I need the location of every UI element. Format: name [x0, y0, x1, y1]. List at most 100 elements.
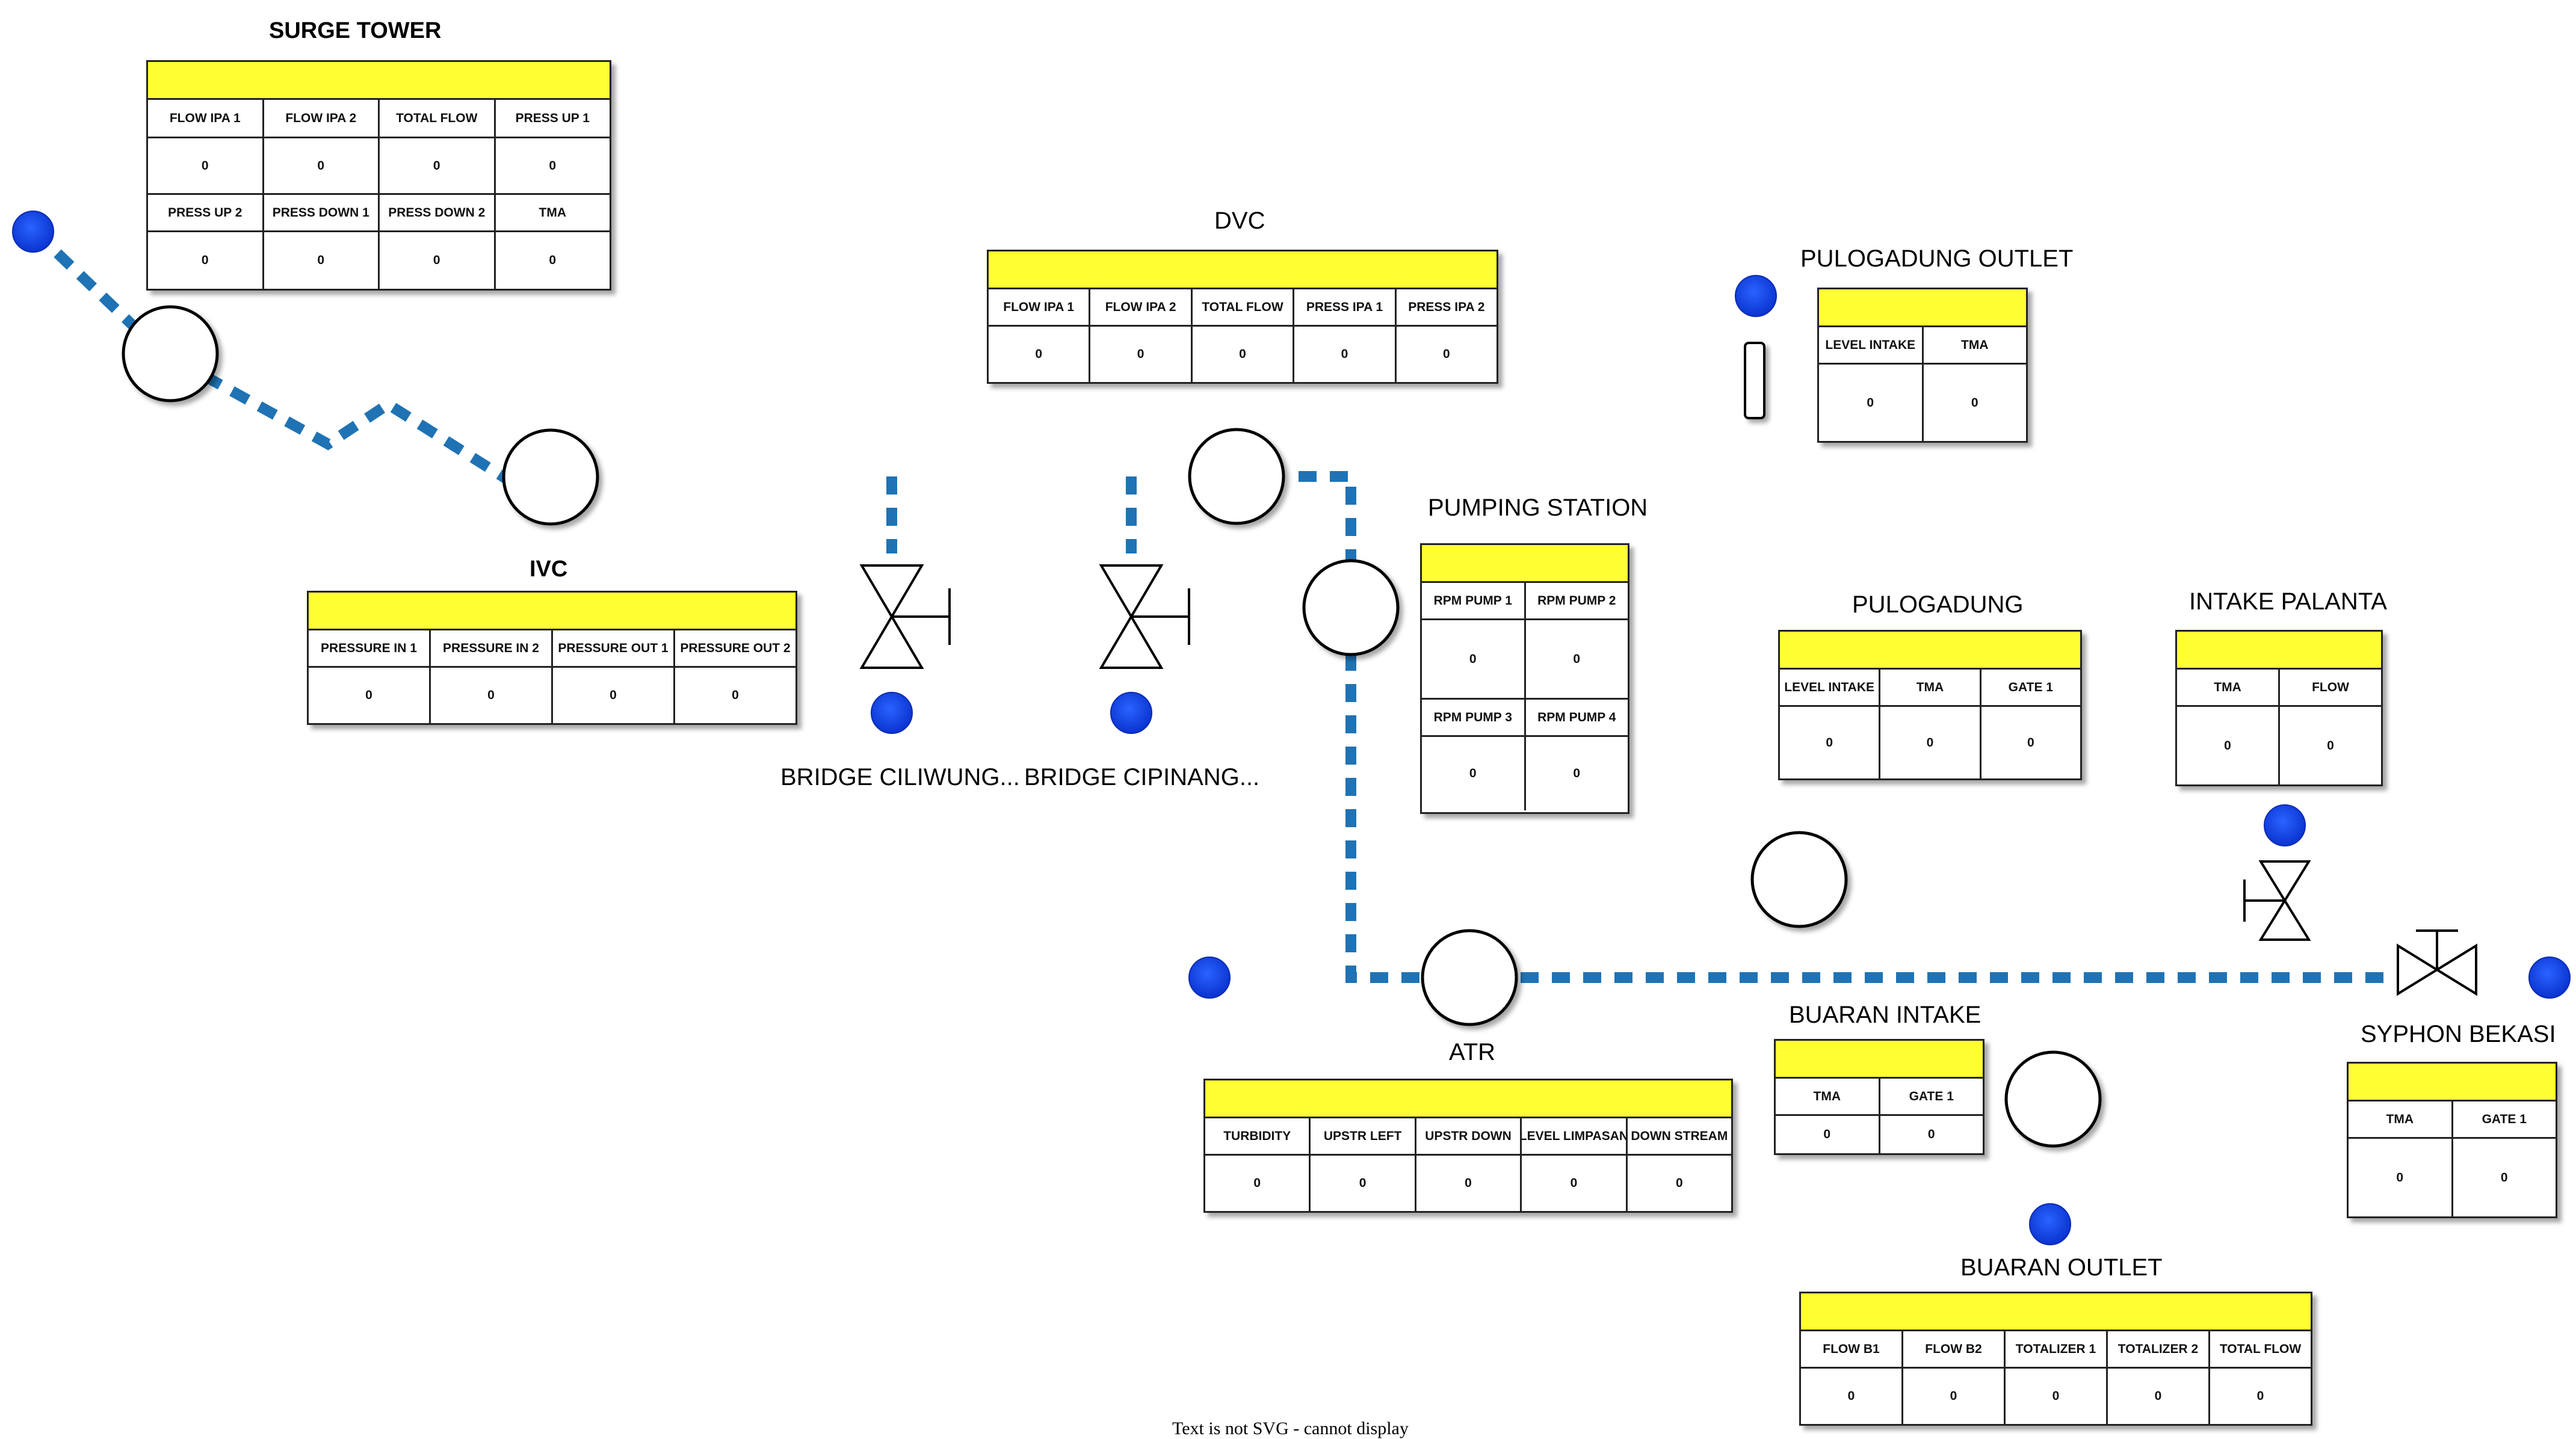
label-row: TMA FLOW — [2177, 670, 2381, 707]
value-row: 0 0 0 0 — [148, 138, 610, 195]
pipe-surge-to-node — [31, 227, 140, 332]
field-value: 0 — [380, 138, 496, 193]
label-bridge-ciliwung: BRIDGE CILIWUNG... — [780, 764, 1020, 790]
field-value: 0 — [1416, 1156, 1522, 1211]
status-dot-cipinang[interactable] — [1110, 692, 1152, 734]
field-value: 0 — [2500, 1170, 2508, 1185]
field-value: 0 — [1573, 652, 1581, 666]
field-value: 0 — [1090, 327, 1193, 382]
status-dot-buaran[interactable] — [2029, 1203, 2071, 1245]
field-value: 0 — [2108, 1369, 2210, 1424]
field-label: TMA — [1880, 670, 1981, 705]
field-label: LEVEL LIMPASAN — [1522, 1118, 1628, 1154]
panel-header — [1801, 1293, 2311, 1331]
value-row: 0 0 0 0 — [148, 232, 610, 289]
field-value: 0 — [2177, 707, 2280, 784]
field-label: PRESS DOWN 2 — [380, 195, 496, 230]
panel-pulogadung: LEVEL INTAKE TMA GATE 1 0 0 0 — [1778, 630, 2082, 780]
label-pulogadung: PULOGADUNG — [1852, 591, 2024, 618]
panel-pulogadung-outlet: LEVEL INTAKE TMA 0 0 — [1817, 288, 2028, 443]
field-value: 0 — [1522, 1156, 1628, 1211]
field-label: TMA — [1961, 337, 1989, 352]
field-label: TOTAL FLOW — [380, 100, 496, 137]
field-label: FLOW IPA 2 — [264, 100, 380, 137]
label-row: FLOW IPA 1 FLOW IPA 2 TOTAL FLOW PRESS U… — [148, 100, 610, 138]
field-value: 0 — [1422, 620, 1526, 698]
field-label: FLOW IPA 1 — [148, 100, 264, 137]
label-row: RPM PUMP 1 RPM PUMP 2 — [1422, 583, 1628, 620]
field-label: GATE 1 — [2008, 680, 2053, 694]
panel-buaran-outlet: FLOW B1 FLOW B2 TOTALIZER 1 TOTALIZER 2 … — [1799, 1292, 2312, 1426]
field-value: 0 — [1442, 347, 1450, 361]
value-row: 0 0 0 0 0 — [989, 327, 1496, 382]
valve-ciliwung-icon — [859, 564, 951, 669]
field-value: 0 — [2027, 735, 2034, 750]
field-value: 0 — [2006, 1369, 2108, 1424]
field-label: DOWN STREAM — [1631, 1129, 1728, 1143]
field-label: TMA — [1776, 1079, 1880, 1114]
status-dot-atr[interactable] — [1188, 957, 1231, 999]
dvc-node — [1188, 428, 1285, 525]
field-value: 0 — [2327, 738, 2334, 753]
field-label: TOTAL FLOW — [1193, 289, 1295, 325]
panel-header — [148, 62, 610, 100]
label-row: RPM PUMP 3 RPM PUMP 4 — [1422, 700, 1628, 737]
status-dot-surge[interactable] — [12, 211, 54, 253]
field-label: FLOW — [2312, 680, 2349, 694]
field-label: RPM PUMP 2 — [1537, 593, 1616, 608]
field-label: RPM PUMP 4 — [1537, 710, 1616, 724]
field-label: PRESSURE IN 2 — [431, 630, 553, 666]
field-value: 0 — [1801, 1369, 1903, 1424]
field-label: PRESS UP 2 — [148, 195, 264, 230]
status-dot-ciliwung[interactable] — [871, 692, 913, 734]
field-label: FLOW IPA 2 — [1090, 289, 1193, 325]
label-row: LEVEL INTAKE TMA — [1819, 327, 2026, 365]
panel-header — [1776, 1041, 1983, 1079]
label-row: PRESSURE IN 1 PRESSURE IN 2 PRESSURE OUT… — [309, 630, 795, 668]
field-label: GATE 1 — [2482, 1112, 2527, 1126]
field-label: UPSTR LEFT — [1311, 1118, 1416, 1154]
field-value: 0 — [1205, 1156, 1311, 1211]
label-row: PRESS UP 2 PRESS DOWN 1 PRESS DOWN 2 TMA — [148, 195, 610, 232]
panel-header — [989, 251, 1496, 289]
value-row: 0 0 — [1422, 737, 1628, 810]
field-label: PRESS IPA 2 — [1408, 300, 1485, 314]
panel-intake-palanta: TMA FLOW 0 0 — [2175, 630, 2383, 786]
field-value: 0 — [1193, 327, 1295, 382]
field-label: PRESSURE IN 1 — [309, 630, 431, 666]
status-dot-syphon[interactable] — [2528, 957, 2571, 999]
label-ivc: IVC — [530, 556, 568, 582]
field-value: 0 — [549, 158, 557, 173]
panel-header — [1422, 545, 1628, 583]
field-label: PRESSURE OUT 1 — [553, 630, 675, 666]
label-pulogadung-outlet: PULOGADUNG OUTLET — [1800, 245, 2074, 272]
field-value: 0 — [1776, 1116, 1880, 1153]
value-row: 0 0 — [1422, 620, 1628, 700]
field-label: TMA — [539, 205, 567, 220]
pumping-node — [1302, 559, 1400, 656]
value-row: 0 0 0 0 0 — [1205, 1156, 1731, 1211]
field-label: TURBIDITY — [1205, 1118, 1311, 1154]
pulogadung-node — [1750, 831, 1848, 928]
field-label: GATE 1 — [1909, 1089, 1954, 1103]
pipe-lines — [31, 227, 2401, 983]
label-row: TMA GATE 1 — [2349, 1102, 2556, 1139]
label-bridge-cipinang: BRIDGE CIPINANG... — [1024, 764, 1260, 790]
field-value: 0 — [549, 253, 557, 267]
panel-pumping-station: RPM PUMP 1 RPM PUMP 2 0 0 RPM PUMP 3 RPM… — [1420, 543, 1629, 814]
field-label: TOTALIZER 1 — [2006, 1331, 2108, 1367]
field-value: 0 — [1819, 365, 1924, 441]
ivc-node — [502, 428, 599, 526]
field-label: TOTAL FLOW — [2219, 1342, 2302, 1356]
status-dot-palanta[interactable] — [2264, 804, 2306, 846]
panel-header — [2177, 632, 2381, 670]
field-value: 0 — [380, 232, 496, 289]
status-dot-pulogadung-outlet[interactable] — [1735, 275, 1777, 317]
pipe-node-to-ivc — [202, 371, 508, 483]
panel-header — [1205, 1080, 1731, 1118]
panel-header — [1780, 632, 2080, 670]
label-buaran-outlet: BUARAN OUTLET — [1960, 1254, 2163, 1281]
field-label: FLOW B2 — [1903, 1331, 2006, 1367]
label-atr: ATR — [1449, 1039, 1496, 1065]
